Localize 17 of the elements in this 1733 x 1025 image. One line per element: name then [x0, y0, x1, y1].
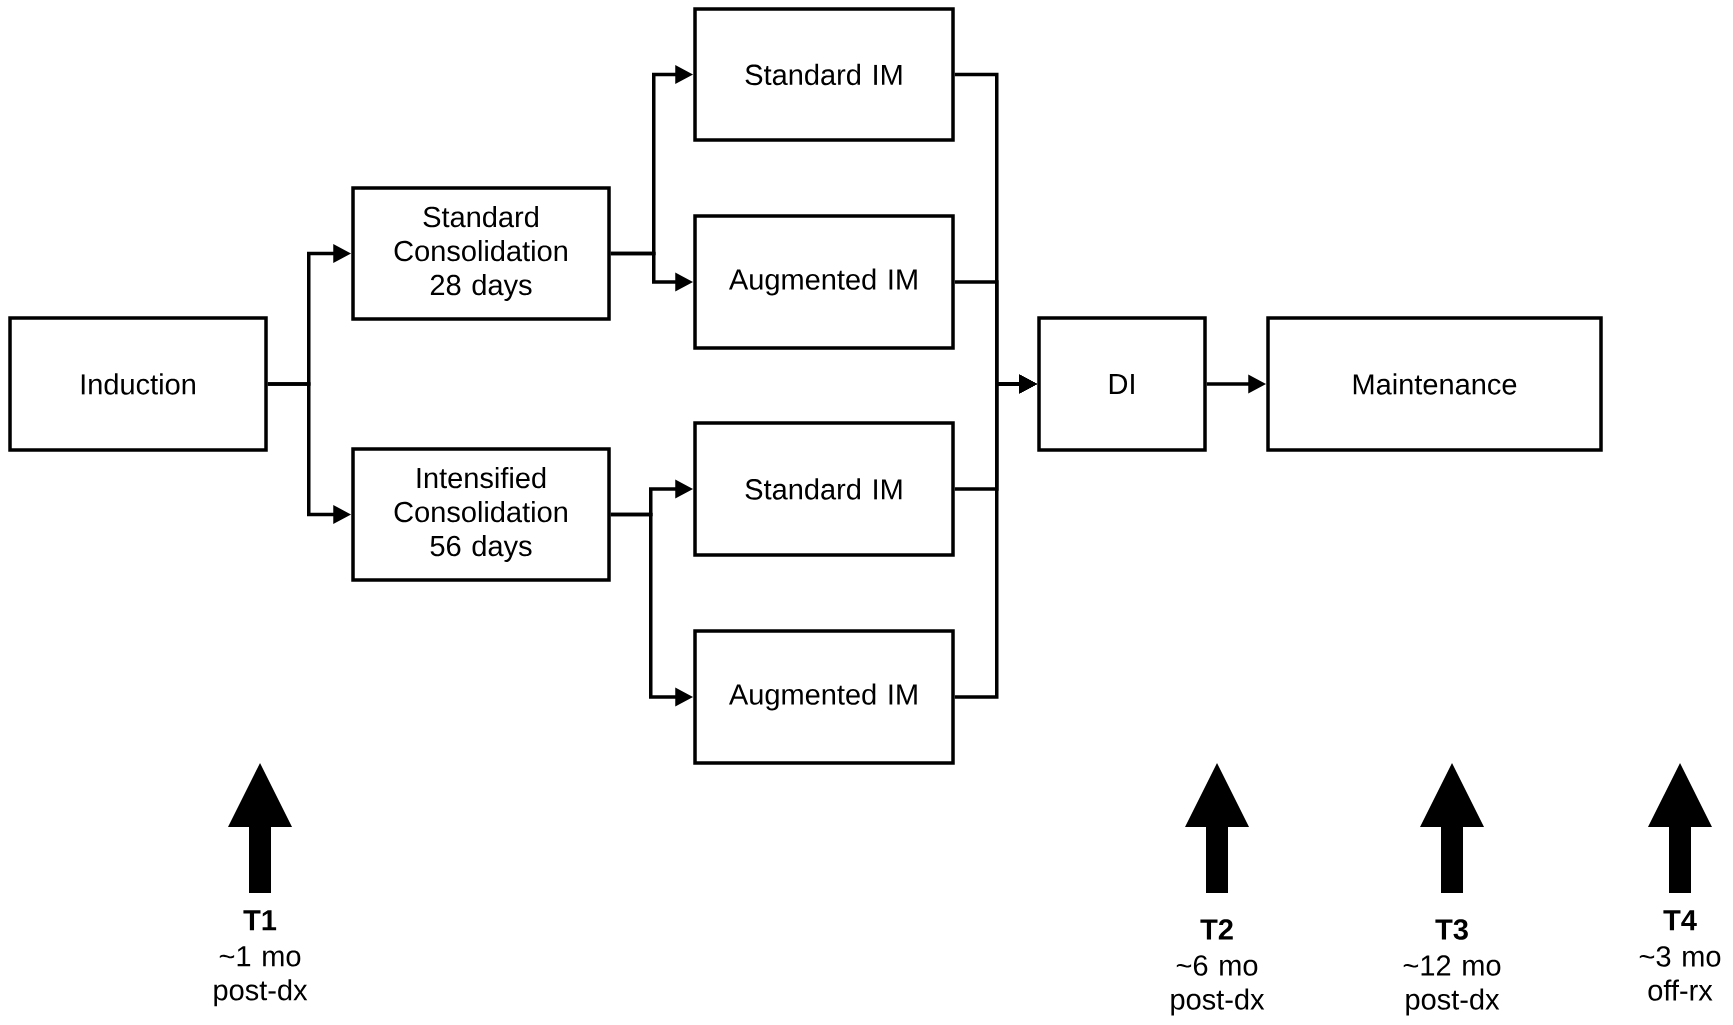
timepoint-note: ~3 mo off-rx — [1639, 946, 1721, 1001]
process-box: Standard IM — [693, 7, 955, 142]
process-box: Augmented IM — [693, 629, 955, 765]
timepoint-label: T2 — [1200, 919, 1233, 940]
timepoint-note: ~12 mo post-dx — [1403, 955, 1501, 1016]
timepoint-label: T4 — [1663, 910, 1697, 931]
timepoint-note: ~1 mo post-dx — [214, 946, 308, 1007]
timepoint-label: T1 — [243, 910, 277, 931]
timepoint-note: ~6 mo post-dx — [1171, 955, 1265, 1016]
timepoint-label: T3 — [1435, 919, 1468, 940]
process-box: Standard IM — [693, 421, 955, 557]
process-box: DI — [1037, 316, 1207, 452]
process-box: Induction — [8, 316, 268, 452]
process-box: Maintenance — [1266, 316, 1603, 452]
process-box: Augmented IM — [693, 214, 955, 350]
process-box: Intensified Consolidation 56 days — [351, 447, 611, 582]
process-box: Standard Consolidation 28 days — [351, 186, 611, 321]
